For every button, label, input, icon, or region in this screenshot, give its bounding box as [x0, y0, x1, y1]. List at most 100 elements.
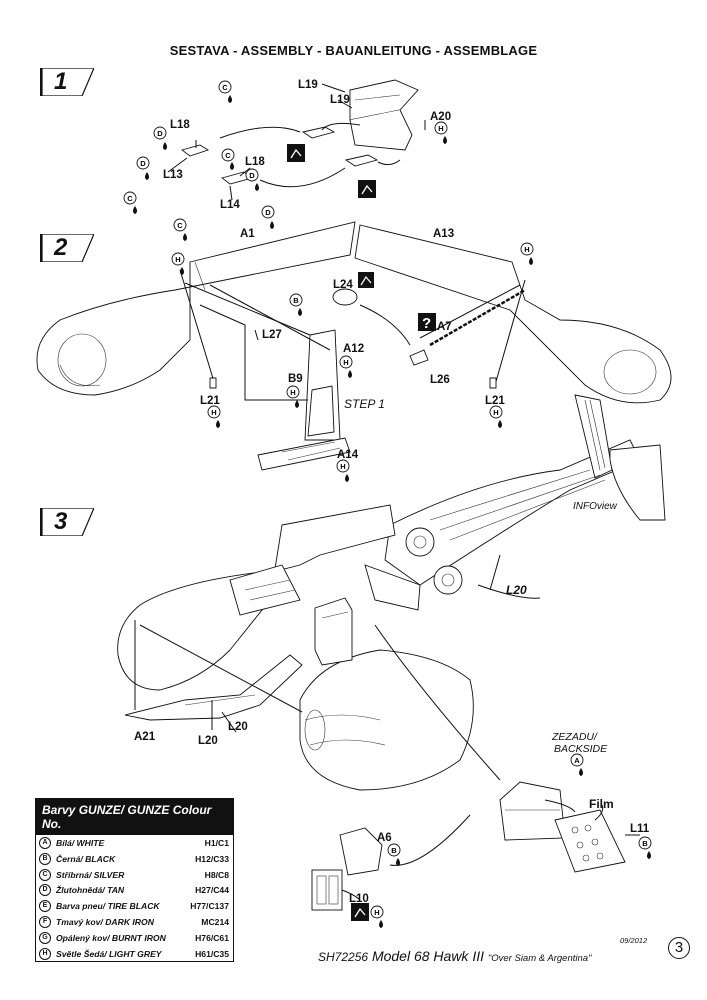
paint-callout-letter: H: [343, 358, 348, 367]
paint-callout-circle: [289, 293, 303, 307]
part-label: A1: [240, 228, 255, 240]
paint-callout-letter: C: [127, 194, 133, 203]
assembly-arrow: [259, 167, 346, 188]
print-date: 09/2012: [620, 936, 648, 945]
part-label: L14: [220, 199, 240, 211]
paint-callout-letter: D: [140, 159, 146, 168]
paint-key: G: [39, 931, 51, 944]
step-reference: STEP 1: [344, 397, 385, 411]
flip-icon: [287, 144, 305, 162]
paint-drop-icon: [295, 400, 299, 408]
leader-line: [337, 99, 353, 109]
paint-callout-circle: [286, 385, 300, 399]
paint-name: Světle Šedá/ LIGHT GREY: [56, 948, 162, 959]
rod-part: [429, 288, 526, 347]
assembly-arrow: [321, 122, 361, 131]
leader-line: [321, 83, 346, 93]
svg-text:?: ?: [422, 315, 431, 332]
paint-code: H77/C137: [190, 901, 229, 912]
paint-callout-circle: [218, 80, 232, 94]
paint-callout-circle: [638, 836, 652, 850]
assembly-line: [477, 584, 541, 599]
paint-callout-circle: [570, 753, 584, 767]
fuselage-assembled: [117, 504, 396, 691]
instrument-panel-part: [314, 597, 353, 666]
paint-drop-icon: [270, 221, 274, 229]
paint-callout-circle: [245, 168, 259, 182]
paint-callout-circle: [434, 121, 448, 135]
part-label: L20: [228, 721, 248, 733]
small-part: [209, 377, 217, 389]
part-label: L24: [333, 279, 353, 291]
pedal-part: [409, 349, 429, 366]
paint-code: H61/C35: [195, 948, 229, 959]
flip-icon: [358, 272, 374, 288]
part-label: A21: [134, 731, 156, 743]
paint-callout-circle: [171, 252, 185, 266]
step-number: 1: [54, 68, 68, 95]
paint-callout-circle: [221, 148, 235, 162]
paint-callout-letter: C: [222, 83, 228, 92]
paint-drop-icon: [228, 95, 232, 103]
assembly-line: [374, 624, 501, 781]
step-marker-3: 3: [40, 508, 94, 536]
assembly-line: [199, 304, 308, 401]
part-label: L20: [506, 583, 527, 597]
instrument-part: [332, 288, 358, 306]
paint-code: MC214: [201, 916, 229, 927]
assembly-line: [184, 282, 311, 336]
paint-callout-letter: H: [524, 245, 529, 254]
paint-drop-icon: [529, 257, 533, 265]
backside-note: BACKSIDE: [554, 743, 608, 755]
assembly-line: [139, 624, 303, 713]
paint-code: H1/C1: [204, 838, 229, 848]
part-label: L21: [485, 395, 505, 407]
part-label: L26: [430, 374, 450, 386]
paint-code: H27/C44: [195, 885, 229, 896]
page-title: SESTAVA - ASSEMBLY - BAUANLEITUNG - ASSE…: [169, 43, 538, 58]
part-label: A20: [430, 111, 451, 123]
part-label: L19: [298, 79, 318, 91]
seat-frame-part: [257, 329, 351, 471]
assembly-arrow: [219, 126, 301, 139]
kit-footer: SH72256 Model 68 Hawk III "Over Siam & A…: [318, 948, 591, 964]
paint-key: E: [39, 900, 51, 913]
paint-drop-icon: [345, 474, 349, 482]
paint-name: Bílá/ WHITE: [56, 838, 105, 848]
seat-part: [349, 79, 419, 151]
paint-callout-letter: B: [293, 296, 299, 305]
paint-code: H8/C8: [204, 869, 229, 880]
leader-line: [594, 804, 604, 821]
fuselage-left-half: [36, 221, 356, 396]
page-number: 3: [668, 937, 690, 959]
part-label: L18: [170, 119, 190, 131]
paint-drop-icon: [180, 267, 184, 275]
paint-code: H76/C61: [195, 932, 229, 943]
paint-key: B: [39, 852, 51, 865]
assembly-arrow: [544, 799, 576, 813]
paint-callout-circle: [489, 405, 503, 419]
paint-callout-letter: H: [211, 408, 216, 417]
part-label: B9: [288, 373, 303, 385]
paint-drop-icon: [255, 183, 259, 191]
leader-line: [229, 185, 233, 201]
part-label: L11: [630, 823, 650, 835]
gunsight-part: [339, 827, 383, 876]
paint-callout-letter: B: [391, 846, 397, 855]
question-icon: ?: [418, 313, 436, 332]
paint-drop-icon: [379, 920, 383, 928]
paint-callout-letter: H: [290, 388, 295, 397]
assembly-line: [494, 279, 526, 386]
assembly-arrow: [359, 304, 411, 346]
paint-drop-icon: [298, 308, 302, 316]
part-label: L20: [198, 735, 218, 747]
backside-note: ZEZADU/: [551, 731, 598, 743]
paint-code: H12/C33: [195, 853, 229, 864]
paint-callout-circle: [387, 843, 401, 857]
